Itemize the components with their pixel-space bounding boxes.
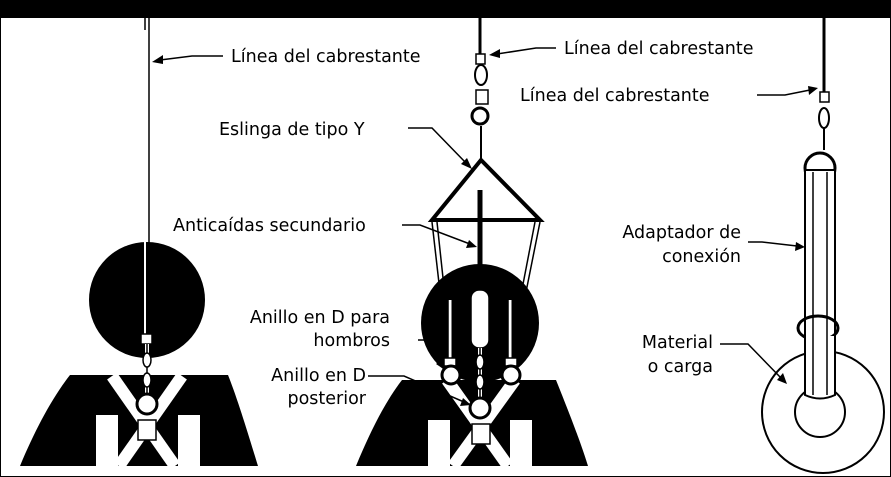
label-winch-line-middle: Línea del cabrestante [564,39,754,59]
label-connection-adapter-line2: conexión [662,247,741,267]
label-shoulder-d-ring-line2: hombros [313,331,390,351]
callout-secondary-fall-arrester: Anticaídas secundario [173,216,477,248]
callout-material-load: Material o carga [642,333,787,384]
figure-1-d-ring-icon [135,392,159,416]
figure-2-secondary-fall-arrester [470,190,490,400]
figure-2-carabiner-icon [474,64,488,86]
figure-3-load-adapter [761,18,885,474]
figure-2-winch-line [470,18,490,160]
label-winch-line-left: Línea del cabrestante [231,47,421,67]
figure-2-shoulder-d-rings [440,357,522,386]
figure-1-person-back-attachment [20,18,258,470]
callout-connection-adapter: Adaptador de conexión [622,223,805,267]
figure-2-harness [442,376,520,470]
label-y-sling: Eslinga de tipo Y [219,120,365,140]
figure-1-winch-line [135,18,159,416]
callout-y-sling: Eslinga de tipo Y [219,120,472,169]
callout-winch-line-middle: Línea del cabrestante [489,39,754,59]
label-material-line1: Material [642,333,713,353]
label-material-line2: o carga [648,357,713,377]
shoulder-d-ring-left-icon [440,364,462,386]
label-back-d-ring-line2: posterior [287,389,366,409]
label-connection-adapter-line1: Adaptador de [622,223,741,243]
figure-2-y-sling [427,157,545,363]
label-shoulder-d-ring-line1: Anillo en D para [250,308,390,328]
callout-winch-line-left: Línea del cabrestante [152,47,421,67]
callout-shoulder-d-ring: Anillo en D para hombros [250,308,445,370]
label-back-d-ring-line1: Anillo en D [271,366,366,386]
label-secondary-fall-arrester: Anticaídas secundario [173,216,366,236]
callout-back-d-ring: Anillo en D posterior [271,366,471,409]
figure-2-back-d-ring-icon [468,396,492,420]
figure-1-head [89,242,205,358]
label-winch-line-right: Línea del cabrestante [520,86,710,106]
figure-2-person-y-sling [356,18,588,470]
figure-3-carabiner-icon [818,107,830,129]
callout-winch-line-right: Línea del cabrestante [520,86,818,106]
figure-3-winch-line [818,18,830,150]
shoulder-d-ring-right-icon [500,364,522,386]
